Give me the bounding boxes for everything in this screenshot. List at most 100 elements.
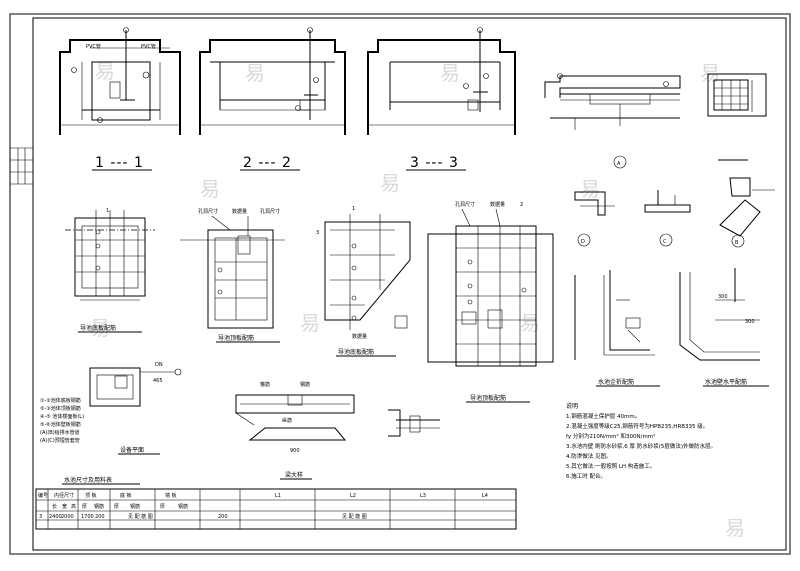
table-title: 水池尺寸及用料表 [64, 476, 112, 484]
th: 宽 [62, 503, 67, 510]
dim: 900 [290, 448, 300, 454]
watermark: 易 [440, 61, 460, 85]
td: 见 配 筋 图 [128, 513, 153, 520]
td: 200 [218, 514, 228, 520]
note-line: 1.钢筋混凝土保护层 40mm。 [566, 412, 640, 420]
pipe-detail [388, 409, 440, 437]
plan-tank: 孔洞尺寸 数据量 2 导池顶板配筋 [427, 201, 554, 403]
equip-item: ④-⑤ 池体楼面板(L) [40, 413, 84, 420]
caption-side: 导池底板配筋 [338, 348, 374, 356]
dim: 300 [745, 319, 755, 325]
td: 200 [95, 514, 105, 520]
note-line: 4.防渗做法 见图。 [566, 452, 612, 460]
watermarks: 易 易 易 易 易 易 易 易 易 易 易 [90, 59, 745, 540]
plan-bottom-slab: 1 导池底板配筋 [65, 208, 155, 333]
detail-marker-label: A [617, 161, 621, 167]
callout-pvc: PVC管 [86, 43, 101, 50]
size-table: 水池尺寸及用料表 编号 内径尺寸 顶 板 底 板 墙 板 L1 L2 L3 L4… [35, 476, 517, 530]
callout: 数据量 [352, 333, 367, 340]
callout: 箍筋 [260, 381, 270, 388]
callout: 孔洞尺寸 [198, 208, 218, 215]
th: 钢筋 [130, 503, 140, 510]
details-row: D C B [574, 177, 775, 248]
detail-marker-label: C [663, 239, 667, 245]
caption-tank: 导池顶板配筋 [470, 394, 506, 402]
axis-marker: 2 [520, 202, 523, 208]
dim: 300 [718, 294, 728, 300]
callout: 孔洞尺寸 [455, 201, 475, 208]
equip-item: ②-③池体顶板钢筋 [40, 405, 81, 412]
notes-block: 说明 1.钢筋混凝土保护层 40mm。 2.混凝土强度等级C25,钢筋符号为HP… [566, 402, 716, 480]
td: 见 配 筋 图 [342, 513, 367, 520]
watermark: 易 [380, 171, 400, 195]
watermark: 易 [245, 61, 265, 85]
th: 厚 [160, 504, 165, 510]
plan-side: 3 1 数据量 导池底板配筋 [316, 206, 411, 357]
callout: 数据量 [490, 201, 505, 208]
detail-marker-label: D [581, 239, 585, 245]
corner-rebar: 水池企折配筋 [574, 270, 660, 387]
callout: 钢筋 [300, 381, 310, 388]
th: L1 [275, 493, 281, 499]
watermark: 易 [200, 177, 220, 201]
watermark: 易 [95, 59, 115, 83]
watermark: 易 [700, 61, 720, 85]
horizontal-rebar: 300 300 水池壁水平配筋 [679, 268, 769, 387]
axis-marker: 3 [316, 230, 319, 236]
watermark: 易 [300, 311, 320, 335]
th: 内径尺寸 [54, 492, 74, 499]
equip-item: (A)(B)给排水管道 [40, 429, 80, 436]
caption-bottom-slab: 导池底板配筋 [80, 324, 116, 332]
caption-beam: 梁大样 [285, 471, 303, 479]
caption-equipment: 设备平面 [120, 446, 144, 454]
caption-horizontal: 水池壁水平配筋 [705, 378, 747, 386]
th: 底 板 [120, 492, 132, 499]
th: 顶 板 [85, 492, 97, 499]
notes-title: 说明 [566, 402, 578, 410]
callout: DN [155, 362, 163, 368]
equipment-plan: DN 465 ①-②池体底板钢筋 ②-③池体顶板钢筋 ④-⑤ 池体楼面板(L) … [40, 362, 182, 455]
th: 钢筋 [94, 503, 104, 510]
td: 3 [39, 514, 42, 520]
note-line: 3.水池内壁 刷防水砂浆,6 厚 防水砂浆(5层做法)外做防水层。 [566, 442, 716, 450]
detail-marker-label: B [735, 240, 739, 246]
beam-detail: 箍筋 钢筋 纵筋 900 梁大样 [235, 381, 355, 480]
callout: 数据量 [232, 208, 247, 215]
caption-corner: 水池企折配筋 [598, 378, 634, 386]
caption-top-slab: 导池顶板配筋 [218, 334, 254, 342]
th: L2 [350, 493, 356, 499]
th: 墙 板 [165, 492, 177, 499]
watermark: 易 [90, 316, 110, 340]
th: 钢筋 [178, 503, 188, 510]
section-2-2: 2 --- 2 [199, 27, 346, 171]
sheet-frame [9, 13, 791, 555]
td: 2000 [61, 514, 74, 520]
axis-marker: 1 [106, 208, 109, 214]
equip-item: ①-②池体底板钢筋 [40, 397, 81, 404]
equip-item: ⑤-⑥池体壁板钢筋 [40, 421, 81, 428]
axis-marker: 1 [352, 206, 355, 212]
th: L3 [420, 493, 426, 499]
th: 厚 [82, 504, 87, 510]
watermark: 易 [520, 311, 540, 335]
section-label-3: 3 --- 3 [410, 155, 459, 171]
section-1-1: PVC管 PVC管 1 --- 1 [59, 27, 181, 171]
equip-item: (A)(C)预埋管套管 [40, 437, 80, 444]
section-label-2: 2 --- 2 [243, 155, 292, 171]
opening-plan [707, 73, 767, 161]
note-line: 2.混凝土强度等级C25,钢筋符号为HPB235,HRB335 级。 [566, 422, 708, 430]
td: 1700 [81, 514, 94, 520]
watermark: 易 [725, 516, 745, 540]
detail-marker [613, 155, 627, 169]
th: 厚 [114, 504, 119, 510]
td: 2400 [49, 514, 62, 520]
callout: 纵筋 [282, 417, 292, 424]
th: L4 [482, 493, 488, 499]
watermark: 易 [580, 177, 600, 201]
note-line: 6.施工时 配合。 [566, 472, 606, 480]
detail-a: A [544, 73, 681, 169]
th: 编号 [38, 492, 48, 499]
note-line: 5.其它做法:一般按照 LH 构造施工。 [566, 462, 655, 470]
th: 高 [71, 503, 76, 510]
